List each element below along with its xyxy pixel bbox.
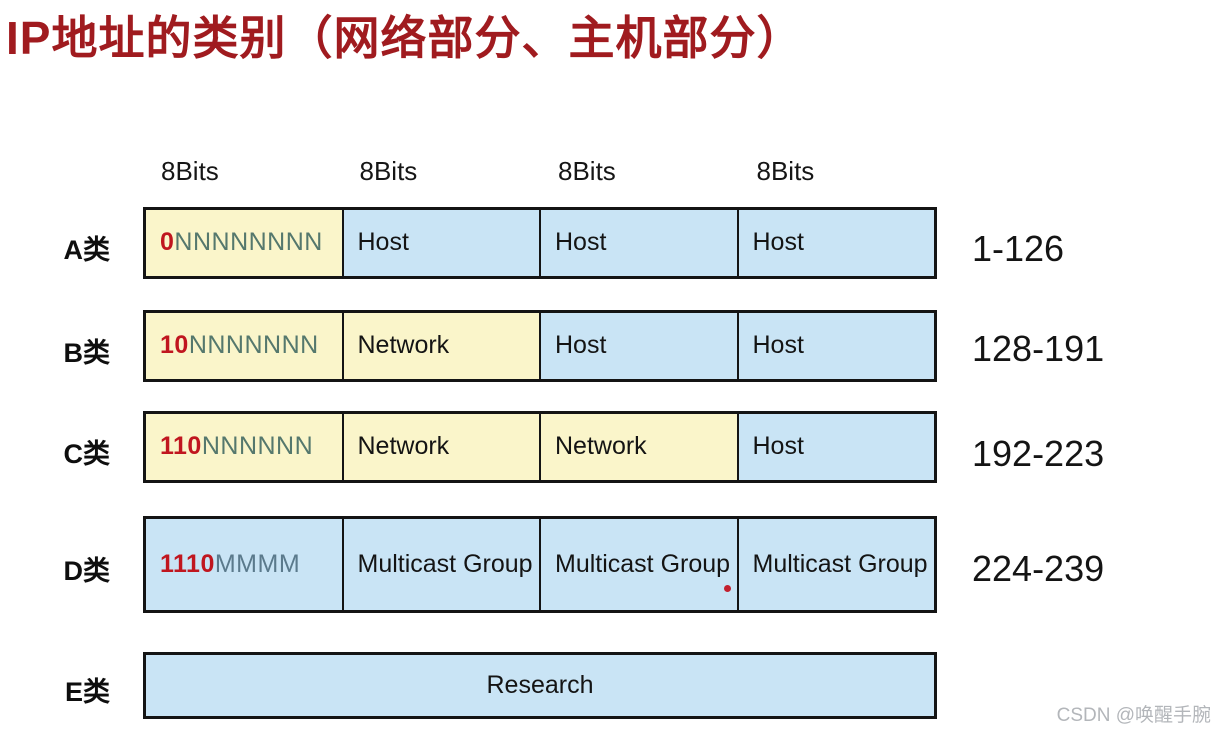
class-d-row: 1110MMMM Multicast Group Multicast Group… — [143, 516, 937, 613]
class-d-octet1-cell: 1110MMMM — [146, 519, 342, 610]
bit-label-octet3: 8Bits — [558, 156, 616, 186]
class-d-multicast-bits: MMMM — [214, 549, 301, 578]
class-d-fixed-bits: 1110 — [160, 549, 215, 578]
bit-label-octet1: 8Bits — [161, 156, 219, 186]
class-a-row: 0NNNNNNNN Host Host Host — [143, 207, 937, 279]
class-b-bit-pattern: 10NNNNNNN — [160, 330, 319, 361]
class-b-label: B类 — [63, 338, 111, 368]
class-b-range: 128-191 — [972, 328, 1105, 369]
class-c-octet3-cell: Network — [539, 414, 737, 480]
class-d-label: D类 — [63, 556, 111, 586]
stray-red-dot — [724, 585, 731, 592]
class-a-octet2-cell: Host — [341, 210, 539, 276]
class-b-octet4-cell: Host — [736, 313, 934, 379]
class-c-octet1-cell: 110NNNNNN — [146, 414, 342, 480]
class-b-fixed-bits: 10 — [160, 331, 189, 360]
class-a-octet1-cell: 0NNNNNNNN — [146, 210, 342, 276]
csdn-watermark: CSDN @唤醒手腕 — [1056, 705, 1211, 726]
page-title: IP地址的类别（网络部分、主机部分） — [6, 12, 804, 64]
class-b-octet3-cell: Host — [539, 313, 737, 379]
class-d-bit-pattern: 1110MMMM — [160, 549, 300, 580]
class-c-fixed-bits: 110 — [160, 432, 202, 461]
class-a-octet3-cell: Host — [539, 210, 737, 276]
class-a-octet4-cell: Host — [736, 210, 934, 276]
class-d-octet2-cell: Multicast Group — [341, 519, 539, 610]
bit-label-octet2: 8Bits — [359, 156, 418, 186]
class-b-octet1-cell: 10NNNNNNN — [146, 313, 342, 379]
class-a-range: 1-126 — [972, 228, 1065, 269]
class-c-label: C类 — [63, 439, 111, 469]
class-a-network-bits: NNNNNNNN — [174, 228, 323, 257]
class-a-bit-pattern: 0NNNNNNNN — [160, 227, 323, 258]
class-c-row: 110NNNNNN Network Network Host — [143, 411, 937, 483]
class-d-range: 224-239 — [972, 548, 1105, 589]
class-a-label: A类 — [63, 235, 111, 265]
class-b-octet2-cell: Network — [341, 313, 539, 379]
class-c-octet2-cell: Network — [341, 414, 539, 480]
class-b-network-bits: NNNNNNN — [188, 331, 319, 360]
class-b-row: 10NNNNNNN Network Host Host — [143, 310, 937, 382]
class-d-octet3-cell: Multicast Group — [539, 519, 737, 610]
class-e-label: E类 — [64, 677, 110, 707]
class-d-octet4-cell: Multicast Group — [736, 519, 934, 610]
class-c-range: 192-223 — [972, 433, 1105, 474]
bits-header: 8Bits 8Bits 8Bits 8Bits — [143, 156, 937, 187]
class-c-octet4-cell: Host — [736, 414, 934, 480]
class-a-fixed-bits: 0 — [160, 228, 175, 257]
class-e-row: Research — [143, 652, 937, 719]
class-c-network-bits: NNNNNN — [201, 432, 314, 461]
class-c-bit-pattern: 110NNNNNN — [160, 431, 313, 462]
class-e-research-cell: Research — [146, 655, 934, 716]
bit-label-octet4: 8Bits — [756, 156, 815, 186]
